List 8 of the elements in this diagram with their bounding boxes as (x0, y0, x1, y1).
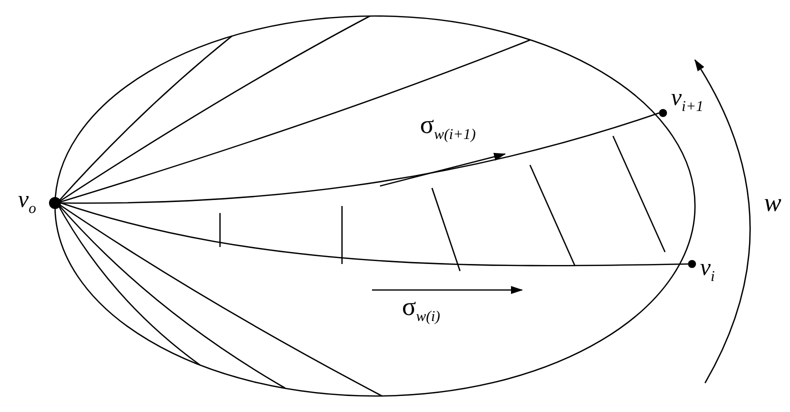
vertex-label: v$_{o}$ (18, 188, 36, 217)
curve-line (61, 112, 660, 204)
arrow-label: w (764, 190, 782, 216)
arrow-label: σ$_{w(i)}$ (402, 294, 440, 326)
curve-line (60, 202, 688, 266)
arrow-label: σ$_{w(i+1)}$ (420, 112, 476, 144)
vertex-label: v$_{i}$ (700, 256, 715, 285)
vertex-label: v$_{i+1}$ (671, 86, 704, 115)
